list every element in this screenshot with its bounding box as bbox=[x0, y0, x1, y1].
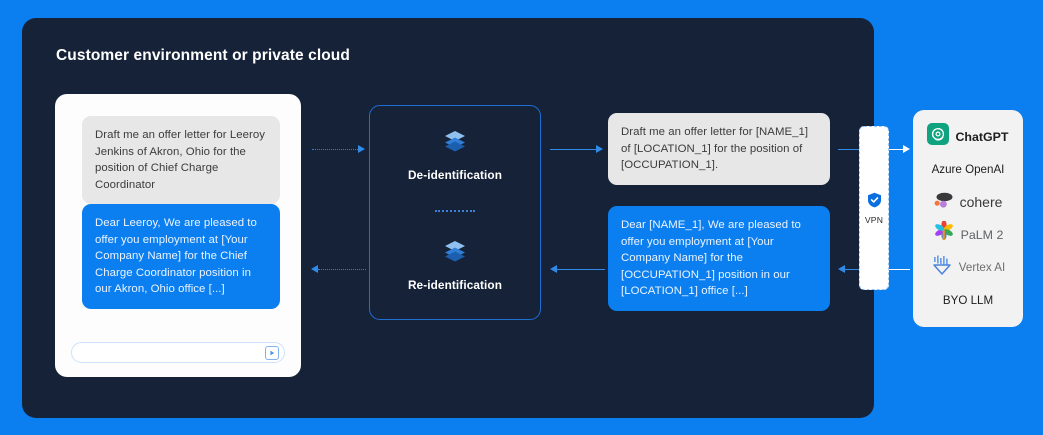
chat-user-bubble: Draft me an offer letter for Leeroy Jenk… bbox=[82, 116, 280, 205]
llm-provider-label: PaLM 2 bbox=[960, 227, 1004, 242]
page-title: Customer environment or private cloud bbox=[56, 47, 350, 64]
stacked-layers-icon bbox=[442, 128, 468, 159]
reidentification-section: Re-identification bbox=[370, 238, 540, 292]
llm-provider-label: ChatGPT bbox=[955, 129, 1009, 144]
llm-provider-azure-openai[interactable]: Azure OpenAI bbox=[913, 155, 1023, 183]
chat-card: Draft me an offer letter for Leeroy Jenk… bbox=[55, 94, 301, 377]
shield-check-icon bbox=[867, 192, 882, 213]
llm-provider-vertex-ai[interactable]: Vertex AI bbox=[913, 254, 1023, 282]
deidentification-box: De-identification Re-identification bbox=[369, 105, 541, 320]
llm-provider-byo-llm[interactable]: BYO LLM bbox=[913, 286, 1023, 314]
llm-provider-chatgpt[interactable]: ChatGPT bbox=[913, 123, 1023, 151]
llm-provider-cohere[interactable]: cohere bbox=[913, 188, 1023, 216]
vertex-ai-icon bbox=[931, 254, 953, 281]
llm-provider-label: cohere bbox=[959, 194, 1003, 211]
redacted-user-bubble: Draft me an offer letter for [NAME_1] of… bbox=[608, 113, 830, 185]
vpn-card: VPN bbox=[859, 126, 889, 290]
stacked-layers-icon bbox=[442, 238, 468, 269]
chat-bot-bubble: Dear Leeroy, We are pleased to offer you… bbox=[82, 204, 280, 309]
llm-provider-palm2[interactable]: PaLM 2 bbox=[913, 220, 1023, 249]
palm-pinwheel-icon bbox=[933, 220, 955, 248]
chat-input[interactable] bbox=[71, 342, 285, 363]
llm-provider-label: Vertex AI bbox=[958, 261, 1006, 275]
llm-providers-card: ChatGPT Azure OpenAI cohere bbox=[913, 110, 1023, 327]
section-divider bbox=[435, 210, 475, 212]
llm-provider-label: BYO LLM bbox=[942, 293, 994, 307]
openai-logo-icon bbox=[927, 123, 950, 150]
cohere-logo-icon bbox=[934, 191, 954, 214]
reidentification-label: Re-identification bbox=[407, 278, 503, 292]
send-play-icon[interactable] bbox=[265, 345, 279, 360]
vpn-label: VPN bbox=[864, 214, 884, 225]
deidentification-label: De-identification bbox=[407, 168, 503, 182]
redacted-bot-bubble: Dear [NAME_1], We are pleased to offer y… bbox=[608, 206, 830, 311]
llm-provider-label: Azure OpenAI bbox=[931, 162, 1005, 176]
deidentification-section: De-identification bbox=[370, 128, 540, 182]
